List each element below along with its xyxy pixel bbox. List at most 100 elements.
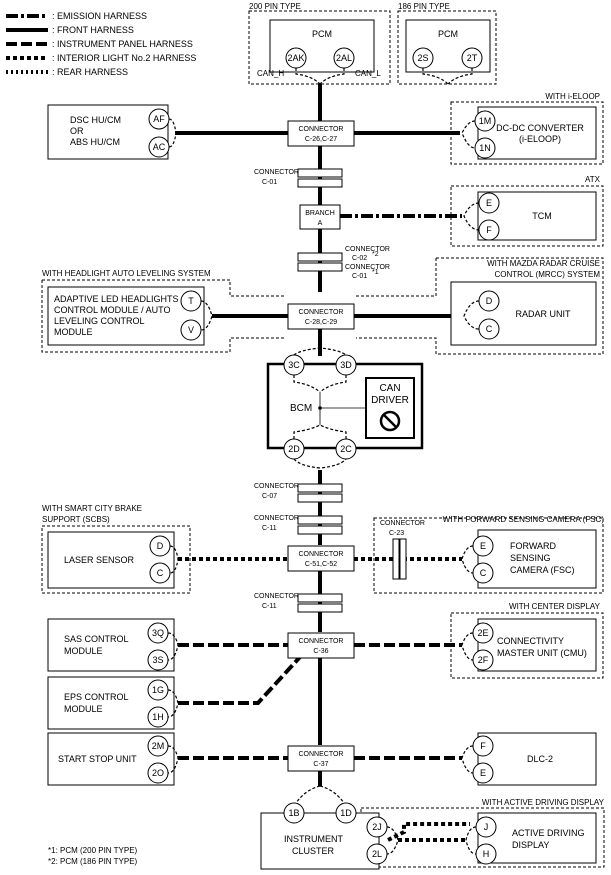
connector-c07: CONNECTOR C-07 xyxy=(254,483,343,503)
dsc-pin-ac-label: AC xyxy=(153,142,166,152)
bcm-top-split xyxy=(293,347,347,356)
fsc-pin-c-label: C xyxy=(480,568,487,578)
dlc-2: DLC-2 F E xyxy=(461,732,597,786)
headlight-line1: ADAPTIVE LED HEADLIGHTS xyxy=(54,294,179,304)
c02-line3: CONNECTOR xyxy=(345,264,390,271)
c01-lower-half xyxy=(297,178,343,188)
eps-pin-split xyxy=(167,689,179,718)
c36-line1: CONNECTOR xyxy=(299,638,344,645)
radar-option-frame xyxy=(356,257,604,355)
c11a-lower-half xyxy=(297,525,343,535)
c28-box xyxy=(287,303,355,330)
footnote-2: *2: PCM (186 PIN TYPE) xyxy=(48,857,138,866)
tcm-option-frame xyxy=(450,185,604,247)
fsc-line2: SENSING xyxy=(510,553,551,563)
dlc-pin-e-label: E xyxy=(480,768,486,778)
pcm200-name: PCM xyxy=(312,29,332,39)
fsc-line1: FORWARD xyxy=(510,541,556,551)
c11b-line1: CONNECTOR xyxy=(254,593,299,600)
c23-line2: C-23 xyxy=(389,530,404,537)
harness-wires xyxy=(175,84,470,842)
sas-module: SAS CONTROL MODULE 3Q 3S xyxy=(47,618,179,672)
bcm-pin-3c-label: 3C xyxy=(288,360,300,370)
bcm-pin-2c-label: 2C xyxy=(340,444,352,454)
connector-c37: CONNECTOR C-37 xyxy=(287,745,355,772)
wire-eps xyxy=(178,655,302,705)
cluster-box xyxy=(260,812,380,870)
fsc-camera: WITH FORWARD SENSING CAMERA (FSC) CONNEC… xyxy=(373,515,604,594)
c36-line2: C-36 xyxy=(313,648,328,655)
pcm200-pin-split xyxy=(295,68,345,85)
radar-box xyxy=(450,281,597,346)
c01-upper-half xyxy=(297,168,343,178)
add-line2: DISPLAY xyxy=(512,840,549,850)
eps-line1: EPS CONTROL xyxy=(64,692,129,702)
headlight-pin-v-label: V xyxy=(188,325,194,335)
c26-line2: C-26,C-27 xyxy=(305,136,337,143)
headlight-line4: MODULE xyxy=(54,327,93,337)
c26-box xyxy=(287,120,355,147)
cmu-pin-2e-label: 2E xyxy=(477,628,488,638)
connector-c11-lower: CONNECTOR C-11 xyxy=(254,593,343,613)
dcdc-pin-split xyxy=(461,120,476,149)
laser-sensor: WITH SMART CITY BRAKE SUPPORT (SCBS) LAS… xyxy=(41,504,191,594)
radar-pin-c xyxy=(478,318,500,340)
legend-interior-label: : INTERIOR LIGHT No.2 HARNESS xyxy=(52,53,196,63)
cluster-pin-1b-label: 1B xyxy=(288,808,299,818)
cmu-option-frame xyxy=(450,612,604,679)
dcdc-line2: (i-ELOOP) xyxy=(519,134,561,144)
radar-pin-d-label: D xyxy=(486,296,493,306)
headlight-pin-t-label: T xyxy=(188,296,194,306)
cmu-option-label: WITH CENTER DISPLAY xyxy=(509,602,601,611)
pcm186-pin-2s-label: 2S xyxy=(417,53,428,63)
cmu-line1: CONNECTIVITY xyxy=(497,636,564,646)
c07-lower-half xyxy=(297,493,343,503)
connector-c36: CONNECTOR C-36 xyxy=(287,632,355,659)
dsc-line2: OR xyxy=(70,126,84,136)
tcm-pin-e-label: E xyxy=(486,198,492,208)
c51-box xyxy=(287,545,355,572)
wire-add xyxy=(387,822,470,842)
sas-line1: SAS CONTROL xyxy=(64,634,129,644)
pcm186-pin-2t-label: 2T xyxy=(467,53,478,63)
pcm186-name: PCM xyxy=(438,29,458,39)
cmu-pin-2f-label: 2F xyxy=(478,655,489,665)
fsc-option-frame xyxy=(373,517,604,594)
fsc-pin-e-label: E xyxy=(480,541,486,551)
c11b-lower-half xyxy=(297,603,343,613)
c37-box xyxy=(287,745,355,772)
tcm-option-label: ATX xyxy=(585,175,601,184)
pcm-200-pin: 200 PIN TYPE PCM 2AK 2AL CAN_H CAN_L xyxy=(248,2,391,85)
c23-line1: CONNECTOR xyxy=(380,520,425,527)
c28-line1: CONNECTOR xyxy=(299,309,344,316)
bcm-upper-internal xyxy=(293,375,347,393)
sas-pin-split xyxy=(167,632,179,661)
bcm-module: BCM 3C 3D 2D 2C CAN DRIVER xyxy=(266,347,424,469)
pcm186-option-frame xyxy=(397,10,497,85)
tcm-pin-f-label: F xyxy=(486,225,492,235)
eps-pin-1h-label: 1H xyxy=(152,712,164,722)
c01-line2: C-01 xyxy=(262,179,277,186)
laser-name: LASER SENSOR xyxy=(64,555,135,565)
radar-pin-split xyxy=(463,300,480,330)
cluster-line2: CLUSTER xyxy=(292,846,335,856)
dcdc-line1: DC-DC CONVERTER xyxy=(496,123,584,133)
laser-pin-split xyxy=(169,545,179,574)
footnotes: *1: PCM (200 PIN TYPE) *2: PCM (186 PIN … xyxy=(48,846,138,866)
legend-instrument-label: : INSTRUMENT PANEL HARNESS xyxy=(52,39,193,49)
dlc-name: DLC-2 xyxy=(527,754,553,764)
tcm-module: ATX TCM E F xyxy=(450,175,604,247)
pcm186-pin-split xyxy=(422,68,473,85)
headlight-module: WITH HEADLIGHT AUTO LEVELING SYSTEM ADAP… xyxy=(41,269,285,353)
add-option-frame xyxy=(360,807,605,868)
c02-sup1: *1 xyxy=(372,269,379,276)
fsc-pin-split xyxy=(461,545,474,574)
add-pin-h-label: H xyxy=(483,849,490,859)
pcm200-type-label: 200 PIN TYPE xyxy=(249,2,301,11)
cluster-pin-2l-label: 2L xyxy=(372,849,382,859)
branch-line1: BRANCH xyxy=(305,210,335,217)
laser-pin-c xyxy=(149,562,171,584)
c01-line1: CONNECTOR xyxy=(254,169,299,176)
can-driver-box xyxy=(365,377,415,439)
c26-line1: CONNECTOR xyxy=(299,126,344,133)
